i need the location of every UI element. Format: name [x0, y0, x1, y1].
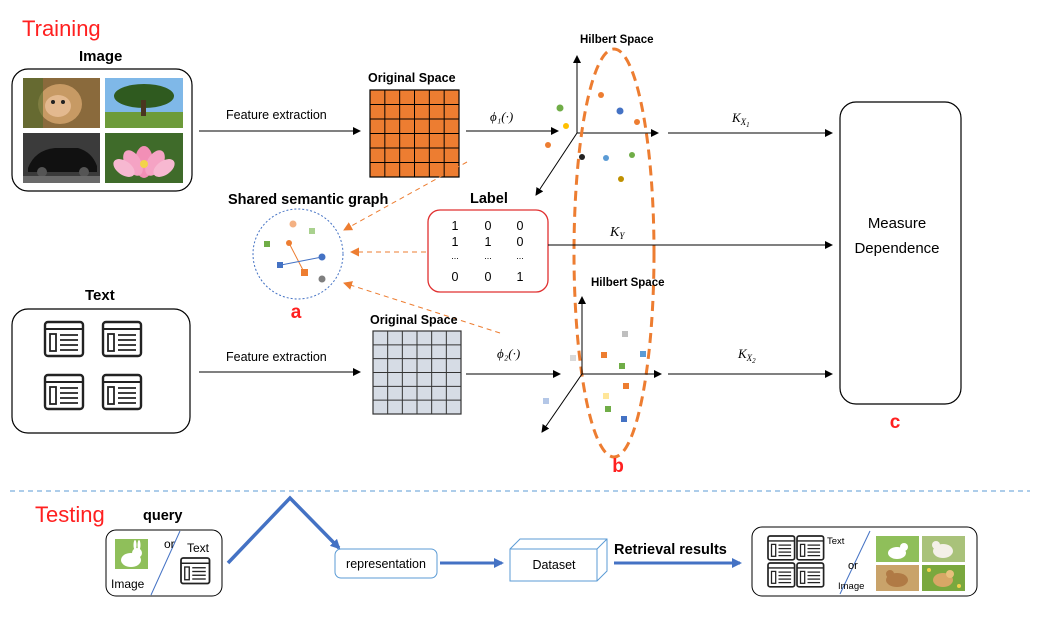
- result-or-label: or: [848, 560, 858, 572]
- label-cell: 1: [517, 270, 524, 284]
- label-cell: 0: [517, 235, 524, 249]
- query-box: or Text Image: [105, 529, 223, 597]
- hilbert-points-1: [545, 92, 640, 182]
- label-cell: ...: [516, 251, 524, 261]
- measure-dependence-box: [839, 101, 962, 405]
- testing-title: Testing: [35, 502, 105, 527]
- retrieval-results-label: Retrieval results: [614, 542, 727, 558]
- hilbert-ellipse: [572, 47, 656, 459]
- label-cell: 1: [485, 235, 492, 249]
- document-icon: [43, 320, 85, 358]
- hilbert-space-label-2: Hilbert Space: [591, 277, 665, 289]
- label-cell: ...: [484, 251, 492, 261]
- ky-label: KY: [609, 225, 625, 241]
- dataset-label: Dataset: [532, 558, 576, 572]
- label-title: Label: [470, 191, 508, 207]
- label-cell: 0: [485, 219, 492, 233]
- car-thumbnail: [23, 133, 100, 183]
- results-box: Text or Image: [751, 526, 978, 597]
- feature-extraction-label-2: Feature extraction: [226, 350, 327, 364]
- or-label: or: [164, 537, 175, 551]
- label-cell: 0: [517, 219, 524, 233]
- original-space-label-2: Original Space: [370, 313, 458, 327]
- label-cell: 1: [452, 219, 459, 233]
- document-icon: [101, 320, 143, 358]
- marker-c: c: [890, 412, 901, 433]
- dashed-arrow-from-text: [343, 281, 501, 334]
- document-icon: [796, 535, 825, 561]
- shared-graph-label: Shared semantic graph: [228, 192, 388, 208]
- kx2-label: KX2: [737, 346, 756, 365]
- marker-b: b: [612, 456, 624, 477]
- original-space-grid-2: [372, 330, 462, 415]
- document-icon: [101, 373, 143, 411]
- lotus-thumbnail: [105, 133, 183, 183]
- representation-box: [334, 548, 438, 579]
- document-icon: [43, 373, 85, 411]
- dashed-arrow-from-image: [343, 161, 468, 231]
- measure-label: Measure: [868, 215, 926, 232]
- label-cell: 0: [452, 270, 459, 284]
- dataset-cube: [509, 538, 608, 582]
- tree-thumbnail: [105, 78, 183, 128]
- phi1-label: ϕ₁(·): [490, 109, 513, 124]
- hilbert-axes-2: [541, 296, 662, 433]
- kx1-label: KX1: [731, 110, 750, 129]
- label-matrix: 1 0 0 1 1 0 ... ... ... 0 0 1: [451, 219, 524, 284]
- representation-label: representation: [346, 557, 426, 571]
- original-space-label-1: Original Space: [368, 71, 456, 85]
- query-document-icon: [180, 557, 211, 585]
- label-cell: 0: [485, 270, 492, 284]
- training-title: Training: [22, 16, 101, 41]
- shared-semantic-graph: [252, 208, 344, 300]
- dependence-label: Dependence: [854, 240, 939, 257]
- hilbert-points-2: [543, 331, 646, 422]
- label-cell: 1: [452, 235, 459, 249]
- document-icons: [43, 320, 143, 411]
- phi2-label: ϕ₂(·): [497, 346, 520, 361]
- result-rabbit-images: [876, 536, 965, 591]
- image-label: Image: [79, 48, 122, 65]
- hilbert-axes-1: [535, 55, 659, 196]
- result-text-label: Text: [827, 536, 845, 547]
- result-document-icons: [767, 535, 825, 588]
- label-cell: ...: [451, 251, 459, 261]
- rabbit-thumbnail: [115, 539, 148, 569]
- image-input-box: [11, 68, 193, 192]
- document-icon: [180, 557, 211, 585]
- feature-extraction-label-1: Feature extraction: [226, 108, 327, 122]
- marker-a: a: [291, 302, 302, 323]
- result-image-label: Image: [838, 581, 864, 592]
- query-label: query: [143, 508, 183, 524]
- document-icon: [767, 562, 796, 588]
- text-label: Text: [85, 287, 115, 304]
- document-icon: [796, 562, 825, 588]
- query-to-rep-arrow: [226, 495, 341, 565]
- original-space-grid-1: [369, 89, 460, 178]
- image-small-label: Image: [111, 577, 145, 591]
- text-small-label: Text: [187, 541, 210, 555]
- monkey-thumbnail: [23, 78, 100, 128]
- hilbert-space-label-1: Hilbert Space: [580, 34, 654, 46]
- label-matrix-box: [427, 209, 549, 293]
- text-input-box: [11, 308, 191, 434]
- document-icon: [767, 535, 796, 561]
